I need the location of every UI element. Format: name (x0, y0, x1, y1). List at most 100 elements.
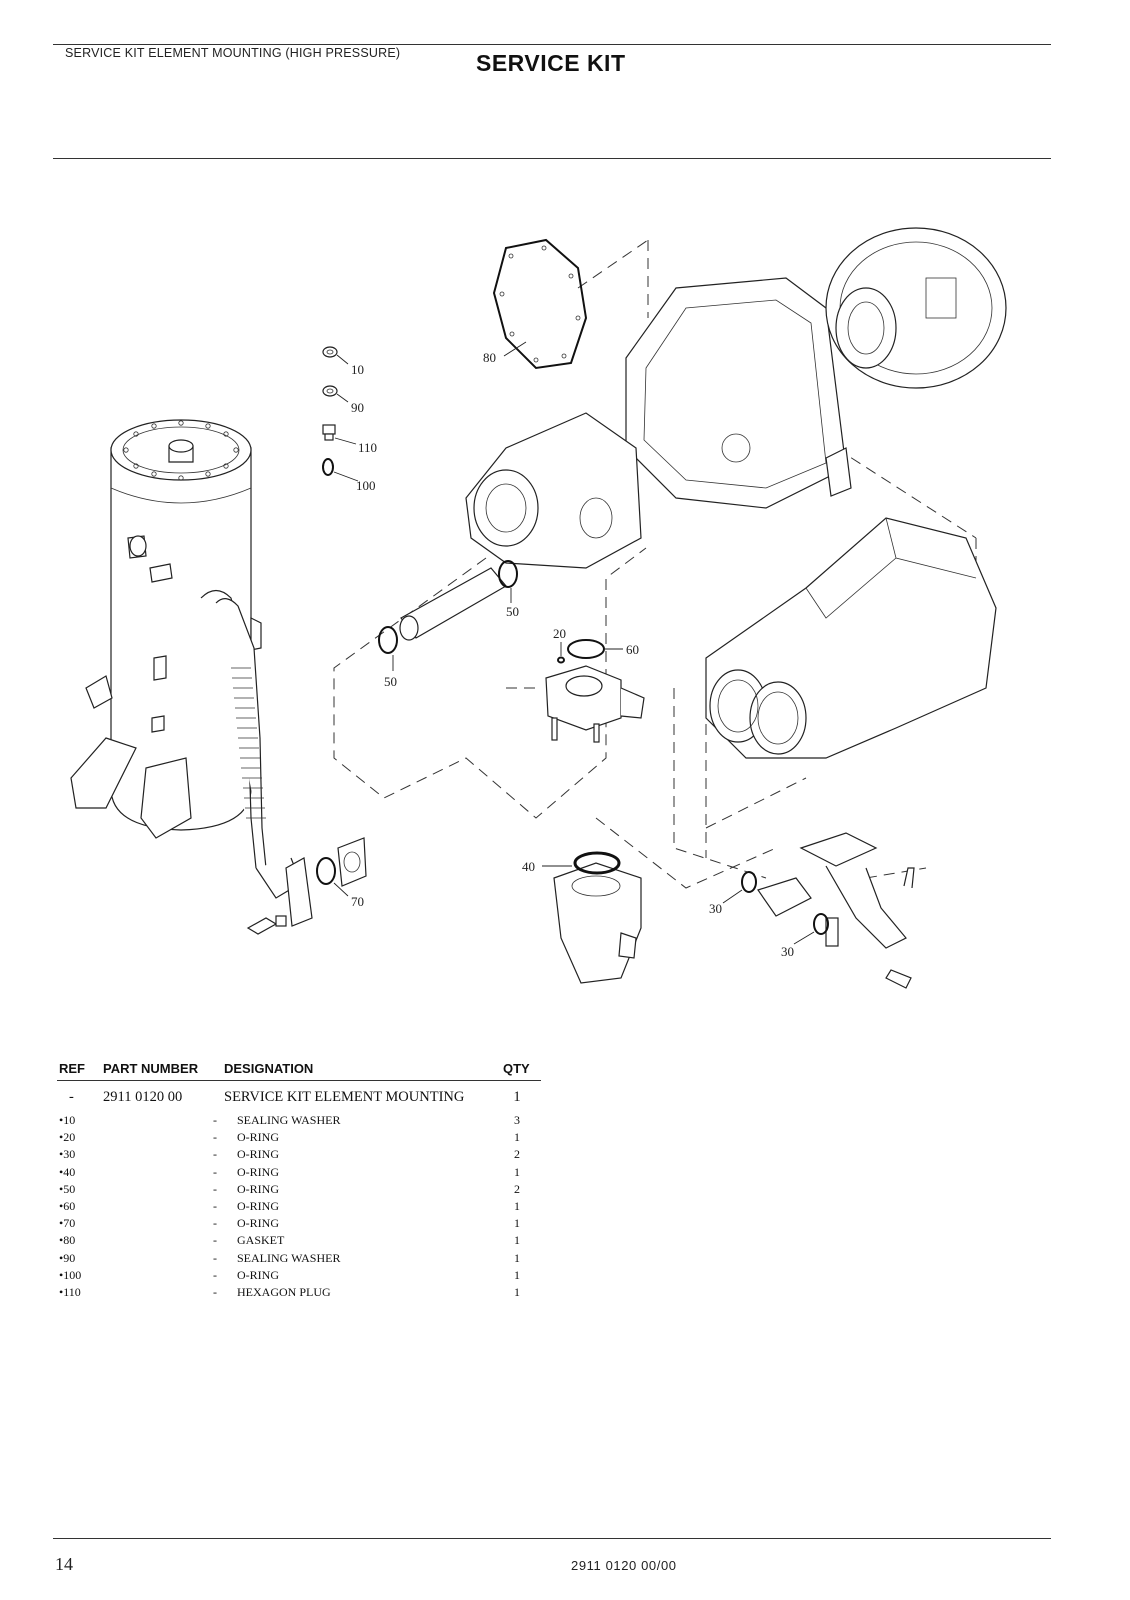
cell-designation: O-RING (237, 1216, 279, 1231)
cell-designation: O-RING (237, 1147, 279, 1162)
header-top-rule (53, 44, 1051, 45)
col-part-number: PART NUMBER (103, 1061, 199, 1076)
cell-qty: 1 (514, 1216, 520, 1231)
cell-part-number: - (213, 1147, 217, 1162)
callout-70: 70 (351, 894, 364, 909)
cell-qty: 1 (513, 1089, 521, 1105)
cell-part-number: 2911 0120 00 (103, 1089, 183, 1105)
cell-ref: •90 (59, 1250, 76, 1265)
cell-designation: O-RING (237, 1181, 279, 1196)
cell-ref: •70 (59, 1216, 76, 1231)
cell-ref: •80 (59, 1233, 76, 1248)
table-row: •80 - GASKET 1 (57, 1233, 541, 1250)
cell-qty: 1 (514, 1250, 520, 1265)
cell-qty: 3 (514, 1113, 520, 1127)
cell-ref: •110 (59, 1284, 81, 1299)
drive-flange (825, 227, 1007, 389)
cell-designation: O-RING (237, 1198, 279, 1213)
o-ring-50-upper (498, 560, 518, 588)
cell-part-number: - (213, 1164, 217, 1179)
cell-qty: 1 (514, 1164, 520, 1179)
cell-qty: 2 (514, 1181, 520, 1196)
cell-qty: 1 (514, 1130, 520, 1145)
cell-designation: SERVICE KIT ELEMENT MOUNTING (224, 1089, 465, 1105)
callout-80: 80 (483, 350, 496, 365)
o-ring-50-lower (378, 626, 398, 654)
callout-100: 100 (356, 478, 376, 493)
gasket-80 (492, 238, 588, 370)
cell-part-number: - (213, 1284, 217, 1299)
assembly-dashed-lines (333, 239, 977, 889)
cell-designation: GASKET (237, 1233, 285, 1248)
cell-qty: 1 (514, 1284, 520, 1299)
cell-part-number: - (213, 1130, 217, 1145)
compressor-element-large (705, 517, 997, 759)
cell-qty: 1 (514, 1267, 520, 1282)
col-qty: QTY (503, 1061, 530, 1076)
table-row: •30 - O-RING 2 (57, 1147, 541, 1164)
document-number: 2911 0120 00/00 (571, 1558, 677, 1573)
cell-ref: •20 (59, 1130, 76, 1145)
page-subtitle: SERVICE KIT ELEMENT MOUNTING (HIGH PRESS… (65, 46, 401, 60)
cell-part-number: - (213, 1181, 217, 1196)
cell-qty: 2 (514, 1147, 520, 1162)
cell-ref: •10 (59, 1113, 76, 1127)
o-ring-40 (573, 851, 621, 875)
callout-50-lower: 50 (384, 674, 397, 689)
callout-30-lower: 30 (781, 944, 794, 959)
col-designation: DESIGNATION (224, 1061, 314, 1076)
element-housing (625, 277, 852, 509)
cell-designation: O-RING (237, 1164, 279, 1179)
connection-pipe (399, 567, 507, 641)
table-body: - 2911 0120 00 SERVICE KIT ELEMENT MOUNT… (57, 1081, 541, 1302)
o-ring-20 (557, 656, 565, 664)
callout-60: 60 (626, 642, 639, 657)
exploded-view-drawing: 10 90 110 100 80 50 50 20 60 40 30 30 70 (70, 227, 1007, 989)
parts-table: REF PART NUMBER DESIGNATION QTY - 2911 0… (57, 1058, 541, 1302)
col-ref: REF (59, 1061, 85, 1076)
footer-rule (53, 1538, 1051, 1539)
table-row: •70 - O-RING 1 (57, 1216, 541, 1233)
callout-50-upper: 50 (506, 604, 519, 619)
separator-vessel (70, 419, 313, 935)
table-header: REF PART NUMBER DESIGNATION QTY (57, 1058, 541, 1081)
callout-10: 10 (351, 362, 364, 377)
hose-flange (337, 837, 367, 887)
cell-designation: HEXAGON PLUG (237, 1284, 331, 1299)
cell-ref: •60 (59, 1198, 76, 1213)
cell-ref: •40 (59, 1164, 76, 1179)
callout-30-upper: 30 (709, 901, 722, 916)
loose-parts (322, 346, 338, 476)
header-bottom-rule (53, 158, 1051, 159)
cell-ref: - (69, 1089, 74, 1105)
table-row-kit: - 2911 0120 00 SERVICE KIT ELEMENT MOUNT… (57, 1089, 541, 1113)
o-ring-60 (567, 639, 605, 659)
cell-qty: 1 (514, 1198, 520, 1213)
cell-ref: •30 (59, 1147, 76, 1162)
table-row: •110 - HEXAGON PLUG 1 (57, 1285, 541, 1302)
cell-designation: SEALING WASHER (237, 1113, 341, 1127)
callout-leaders (333, 341, 815, 945)
cell-part-number: - (213, 1113, 217, 1127)
cell-qty: 1 (514, 1233, 520, 1248)
outlet-block (553, 862, 642, 984)
cell-ref: •100 (59, 1267, 82, 1282)
cell-part-number: - (213, 1216, 217, 1231)
discharge-pipe (757, 832, 915, 989)
table-row: •50 - O-RING 2 (57, 1182, 541, 1199)
callout-20: 20 (553, 626, 566, 641)
page-title: SERVICE KIT (476, 50, 626, 76)
cell-part-number: - (213, 1267, 217, 1282)
table-row: •60 - O-RING 1 (57, 1199, 541, 1216)
table-row: •40 - O-RING 1 (57, 1165, 541, 1182)
o-ring-30-upper (741, 871, 757, 893)
cell-part-number: - (213, 1198, 217, 1213)
page-number: 14 (55, 1554, 73, 1574)
callout-40: 40 (522, 859, 535, 874)
valve-body (545, 665, 645, 743)
cell-ref: •50 (59, 1181, 76, 1196)
cell-part-number: - (213, 1233, 217, 1248)
o-ring-70 (316, 857, 336, 885)
